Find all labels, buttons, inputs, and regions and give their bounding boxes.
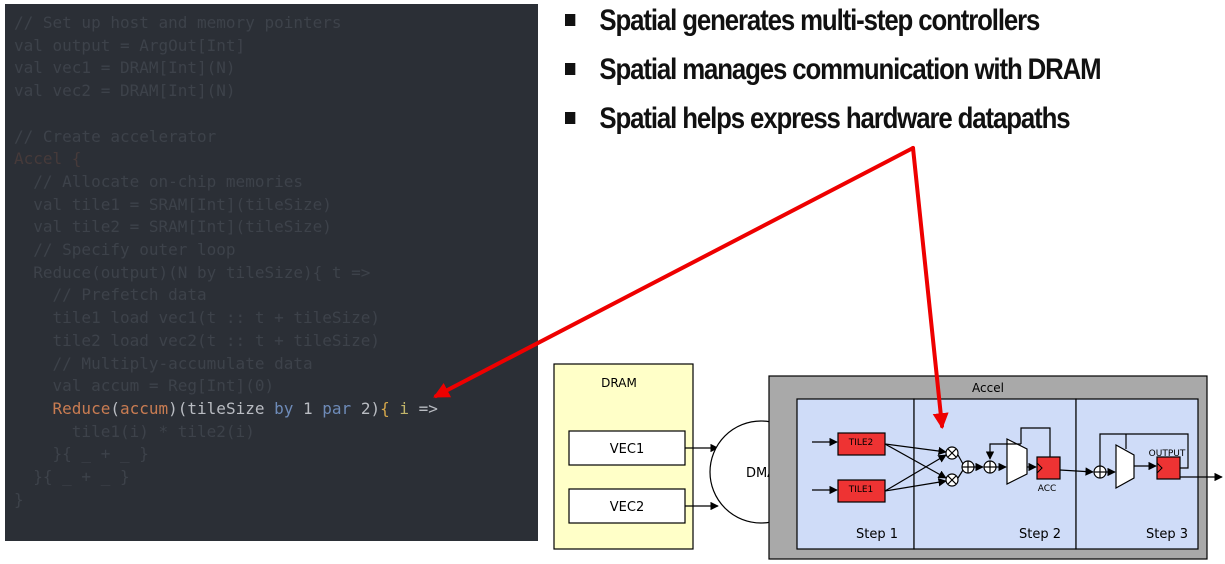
code-line: val output = ArgOut[Int] <box>14 35 246 55</box>
clock-icon <box>1036 462 1043 474</box>
code-line: }{ _ + _ } <box>14 444 149 464</box>
accumulator-adder-icon <box>983 460 997 474</box>
clock-icon <box>1156 462 1163 474</box>
adder-icon <box>961 460 975 474</box>
bullet-list: Spatial generates multi-step controllers… <box>565 0 1225 147</box>
step1-label: Step 1 <box>856 527 898 542</box>
bullet-item: Spatial helps express hardware datapaths <box>565 98 1133 147</box>
output-feedback-wire <box>1099 433 1189 469</box>
output-label: OUTPUT <box>1149 449 1186 459</box>
code-line: val vec2 = DRAM[Int](N) <box>14 81 236 101</box>
vec2-label: VEC2 <box>610 500 644 515</box>
code-line: // Specify outer loop <box>14 240 236 260</box>
bullet-square-icon <box>565 14 576 26</box>
code-line: // Set up host and memory pointers <box>14 13 342 32</box>
code-line: val tile1 = SRAM[Int](tileSize) <box>14 194 332 214</box>
mult-to-add-wire <box>957 469 964 479</box>
annotation-arrows <box>433 146 949 430</box>
vec1-label: VEC1 <box>610 442 644 457</box>
bullet-square-icon <box>565 112 576 124</box>
mux-step2-icon <box>1006 438 1028 485</box>
vec1-box <box>568 430 686 466</box>
output-adder-icon <box>1093 465 1107 479</box>
code-line: tile2 load vec2(t :: t + tileSize) <box>14 330 381 350</box>
bullet-item: Spatial manages communication with DRAM <box>565 49 1133 98</box>
accel-label: Accel <box>972 381 1004 395</box>
acc-feedback-wire <box>1020 427 1051 457</box>
acc-label: ACC <box>1038 484 1057 494</box>
code-block: // Set up host and memory pointers val o… <box>5 4 538 511</box>
mult-to-add-wire <box>957 454 964 465</box>
code-panel: // Set up host and memory pointers val o… <box>5 4 538 541</box>
code-line: val vec1 = DRAM[Int](N) <box>14 58 236 78</box>
bullet-square-icon <box>565 63 576 75</box>
code-line: Reduce(output)(N by tileSize){ t => <box>14 262 371 282</box>
mux-step3-icon <box>1115 443 1135 490</box>
bullet-item: Spatial generates multi-step controllers <box>565 0 1133 49</box>
adder-feedback-wire <box>985 443 1021 460</box>
tile1-label: TILE1 <box>848 485 874 495</box>
code-line: }{ _ + _ } <box>14 467 130 487</box>
multiplier-icon <box>945 446 959 460</box>
code-line: tile1 load vec1(t :: t + tileSize) <box>14 308 381 328</box>
code-line: } <box>14 489 24 509</box>
code-line: Accel { <box>14 149 82 169</box>
annotation-arrow-to-datapath <box>911 146 949 430</box>
acc-register <box>1036 456 1061 480</box>
output-register <box>1156 456 1181 480</box>
multiplier-icon <box>945 473 959 487</box>
highlighted-code-line: Reduce(accum)(tileSize by 1 par 2){ i => <box>52 398 438 418</box>
code-line: // Multiply-accumulate data <box>14 353 313 373</box>
code-line: val accum = Reg[Int](0) <box>14 376 275 396</box>
step2-label: Step 2 <box>1019 527 1061 542</box>
code-line: // Create accelerator <box>14 126 217 146</box>
code-line: // Prefetch data <box>14 285 207 305</box>
tile2-label: TILE2 <box>848 438 874 448</box>
code-line: val tile2 = SRAM[Int](tileSize) <box>14 217 332 237</box>
tile-crossbar-wires <box>884 443 947 492</box>
dram-label: DRAM <box>601 376 637 390</box>
step3-label: Step 3 <box>1146 527 1188 542</box>
annotation-arrow-to-code <box>433 146 915 398</box>
code-line: tile1(i) * tile2(i) <box>14 421 255 441</box>
code-line: // Allocate on-chip memories <box>14 171 303 191</box>
acc-to-output-adder-wire <box>1059 467 1094 476</box>
